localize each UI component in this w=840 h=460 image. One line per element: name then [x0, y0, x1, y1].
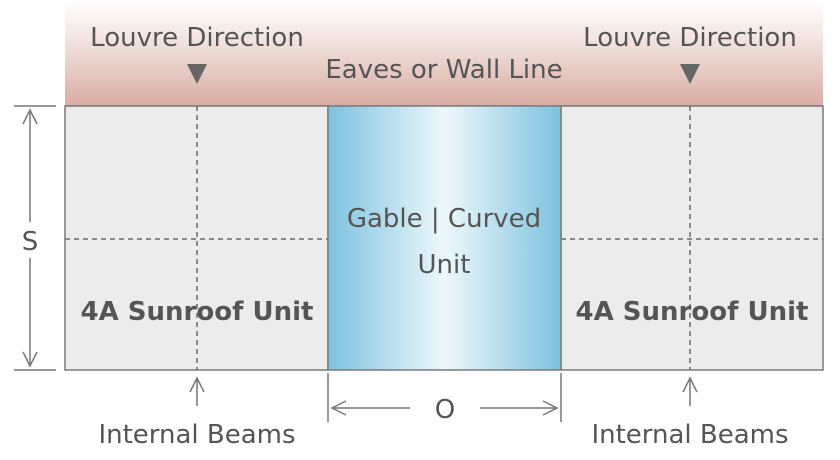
arrow-right-icon	[542, 400, 559, 416]
eaves-wall-line-label: Eaves or Wall Line	[325, 55, 562, 85]
right-sunroof-panel	[560, 105, 824, 371]
o-dimension-label: O	[435, 395, 455, 425]
gable-unit-label-line2: Unit	[418, 250, 471, 280]
left-unit-label: 4A Sunroof Unit	[81, 297, 314, 327]
internal-beam-dashes	[65, 106, 823, 370]
internal-beams-left-label: Internal Beams	[98, 420, 295, 450]
louvre-direction-left-label: Louvre Direction	[90, 23, 304, 53]
s-dimension	[14, 105, 56, 371]
eaves-band	[65, 0, 823, 106]
arrow-up-icon	[189, 376, 205, 393]
left-louvre-lines	[86, 107, 308, 195]
right-louvre-lines	[582, 107, 802, 195]
s-dimension-label: S	[22, 227, 39, 257]
triangle-down-icon	[187, 64, 207, 84]
internal-beams-right-label: Internal Beams	[591, 420, 788, 450]
right-unit-label: 4A Sunroof Unit	[576, 297, 809, 327]
arrow-down-icon	[22, 351, 38, 368]
triangle-down-icon	[680, 64, 700, 84]
arrow-left-icon	[330, 400, 347, 416]
gable-curved-unit	[327, 105, 562, 371]
beam-arrows	[189, 376, 698, 406]
gable-unit-label-line1: Gable | Curved	[347, 204, 541, 234]
o-dimension	[327, 373, 562, 422]
louvre-direction-right-label: Louvre Direction	[583, 23, 797, 53]
arrow-up-icon	[682, 376, 698, 393]
arrow-up-icon	[22, 108, 38, 125]
